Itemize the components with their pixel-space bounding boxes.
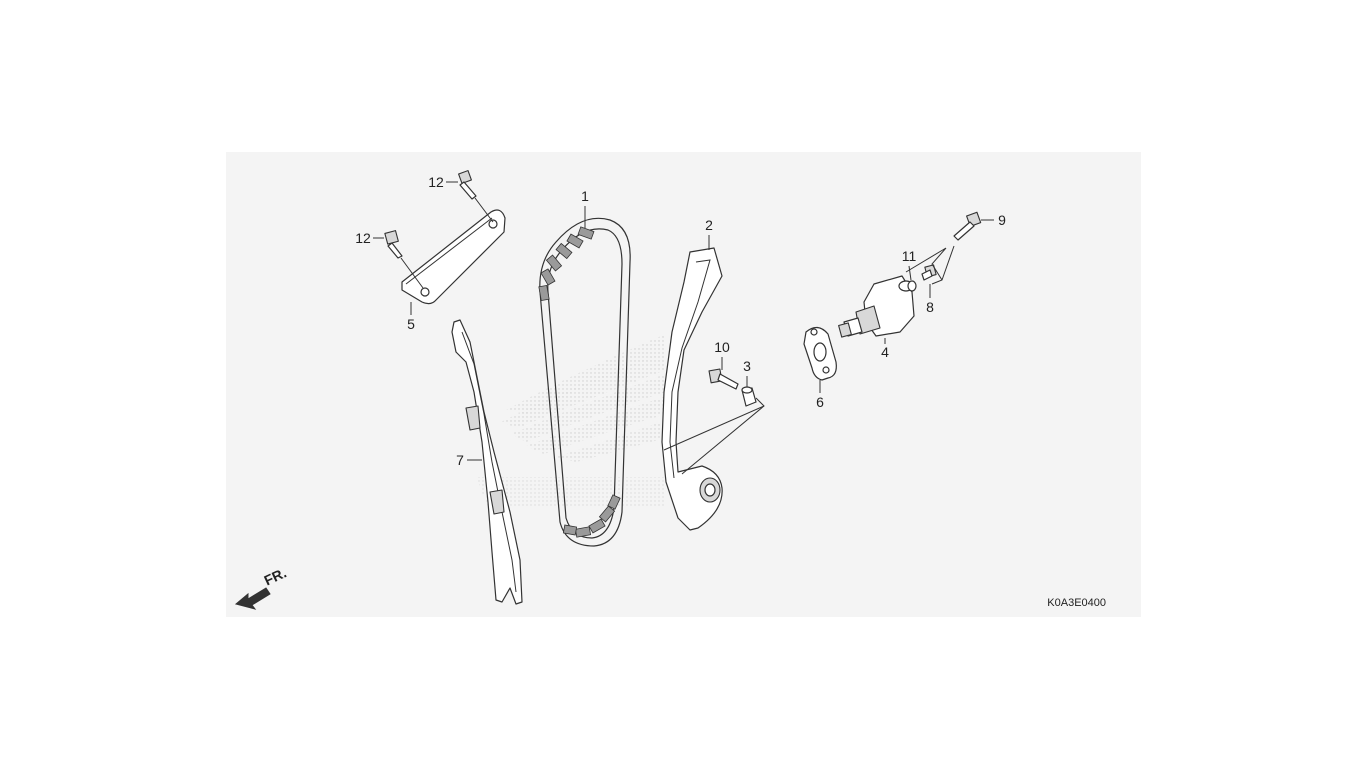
chain-guide-plate[interactable] [401, 209, 506, 305]
callout-3: 3 [743, 358, 751, 387]
cam-chain[interactable] [538, 217, 631, 547]
callout-10: 10 [714, 339, 730, 370]
plate-bolt-top[interactable] [458, 170, 477, 200]
bolt-to-plate-line-left [400, 257, 424, 289]
svg-text:10: 10 [714, 339, 730, 355]
svg-text:4: 4 [881, 344, 889, 360]
front-direction-arrow: FR. [234, 564, 289, 610]
bolt-to-plate-line-top [474, 197, 494, 223]
tensioner-lifter[interactable] [838, 275, 915, 338]
svg-text:11: 11 [902, 248, 917, 264]
svg-text:3: 3 [743, 358, 751, 374]
lifter-bolt[interactable] [953, 211, 982, 241]
pivot-bolt[interactable] [708, 368, 739, 390]
svg-text:6: 6 [816, 394, 824, 410]
front-label: FR. [262, 564, 289, 588]
svg-text:9: 9 [998, 212, 1006, 228]
svg-text:5: 5 [407, 316, 415, 332]
svg-text:8: 8 [926, 299, 934, 315]
lifter-gasket[interactable] [803, 326, 837, 381]
callout-7: 7 [456, 452, 482, 468]
diagram-code: K0A3E0400 [1047, 597, 1106, 609]
brand-watermark [476, 334, 666, 507]
chain-guide[interactable] [451, 319, 523, 605]
collar-to-arm-line [663, 405, 765, 451]
callout-12-left: 12 [355, 230, 384, 246]
lifter-bolt-bracket [905, 245, 955, 285]
callout-9: 9 [981, 212, 1006, 228]
plate-bolt-left[interactable] [384, 230, 403, 259]
callout-4: 4 [881, 338, 889, 360]
svg-text:1: 1 [581, 188, 589, 204]
callout-12-top: 12 [428, 174, 458, 190]
callout-2: 2 [705, 217, 713, 250]
tensioner-arm[interactable] [661, 247, 723, 531]
callout-6: 6 [816, 380, 824, 410]
parts-diagram: 1 2 3 4 5 6 7 8 9 10 11 12 [234, 170, 1106, 610]
callout-8: 8 [926, 284, 934, 315]
bolt-to-arm-line [681, 397, 765, 475]
svg-text:12: 12 [428, 174, 444, 190]
collar[interactable] [741, 386, 757, 407]
front-arrow-icon [234, 587, 271, 610]
callout-5: 5 [407, 302, 415, 332]
sealing-washer[interactable] [907, 280, 917, 292]
svg-text:12: 12 [355, 230, 371, 246]
parts-diagram-panel: 1 2 3 4 5 6 7 8 9 10 11 12 [226, 152, 1141, 617]
callout-11: 11 [902, 248, 917, 281]
svg-text:7: 7 [456, 452, 464, 468]
callout-1: 1 [581, 188, 589, 228]
svg-text:2: 2 [705, 217, 713, 233]
sealing-bolt[interactable] [921, 264, 937, 281]
